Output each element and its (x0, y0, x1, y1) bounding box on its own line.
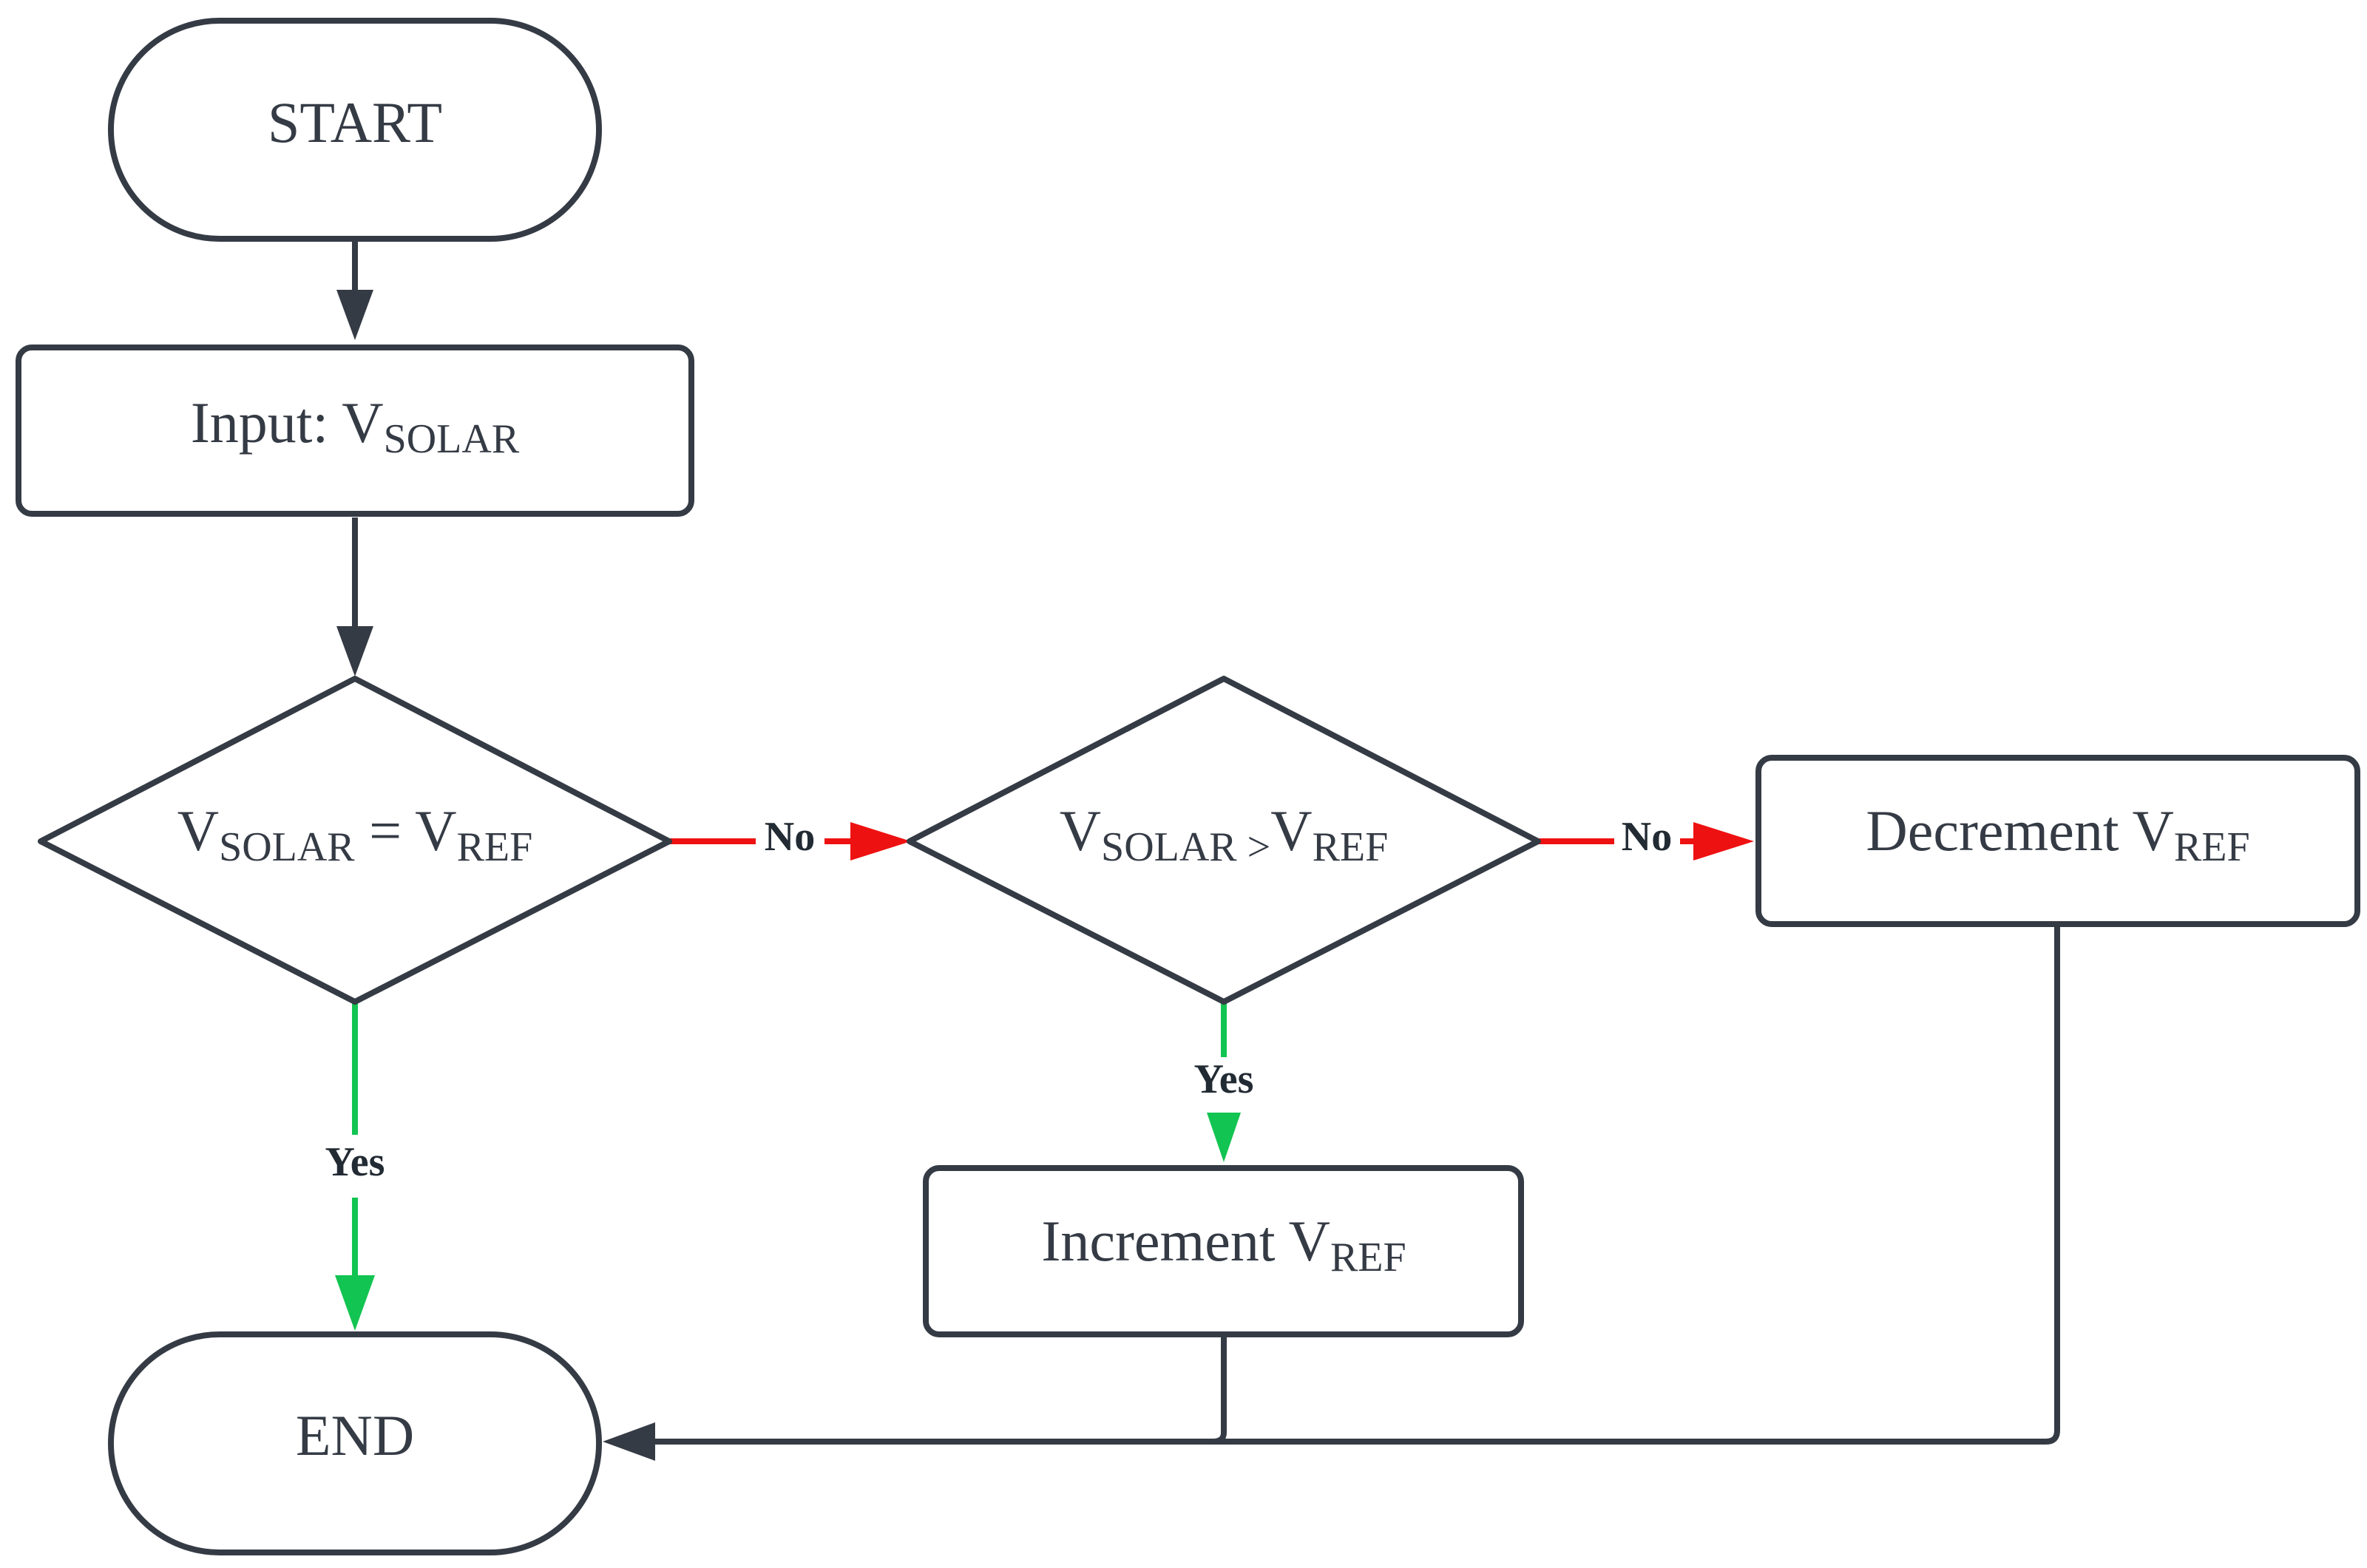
increment-process: Increment VREF (923, 1165, 1524, 1337)
input-label: Input: VSOLAR (191, 390, 520, 462)
decision-equal: VSOLAR = VREF (38, 676, 672, 1005)
start-label: START (268, 90, 442, 155)
arrow-increment-to-end (603, 1337, 1227, 1461)
arrow-greater-yes (1207, 1002, 1241, 1162)
increment-label: Increment VREF (1041, 1209, 1406, 1280)
decision-greater: VSOLAR >VREF (907, 676, 1541, 1005)
end-label: END (296, 1403, 414, 1467)
arrow-equal-yes (335, 1002, 375, 1331)
decrement-process: Decrement VREF (1755, 755, 2360, 927)
arrow-greater-no (1538, 822, 1754, 861)
decrement-label: Decrement VREF (1866, 798, 2249, 870)
input-process: Input: VSOLAR (16, 345, 694, 517)
end-terminal: END (108, 1331, 602, 1555)
label-equal-no: No (765, 814, 815, 860)
decision-greater-label: VSOLAR >VREF (1060, 798, 1389, 870)
label-greater-no: No (1622, 814, 1672, 860)
arrow-input-to-decision (336, 517, 373, 676)
start-terminal: START (108, 18, 602, 242)
arrow-equal-no (669, 822, 911, 861)
arrow-start-to-input (336, 240, 373, 340)
decision-equal-label: VSOLAR = VREF (177, 798, 533, 870)
arrow-decrement-to-end (651, 926, 2060, 1445)
label-equal-yes: Yes (325, 1139, 385, 1185)
label-greater-yes: Yes (1194, 1056, 1254, 1102)
